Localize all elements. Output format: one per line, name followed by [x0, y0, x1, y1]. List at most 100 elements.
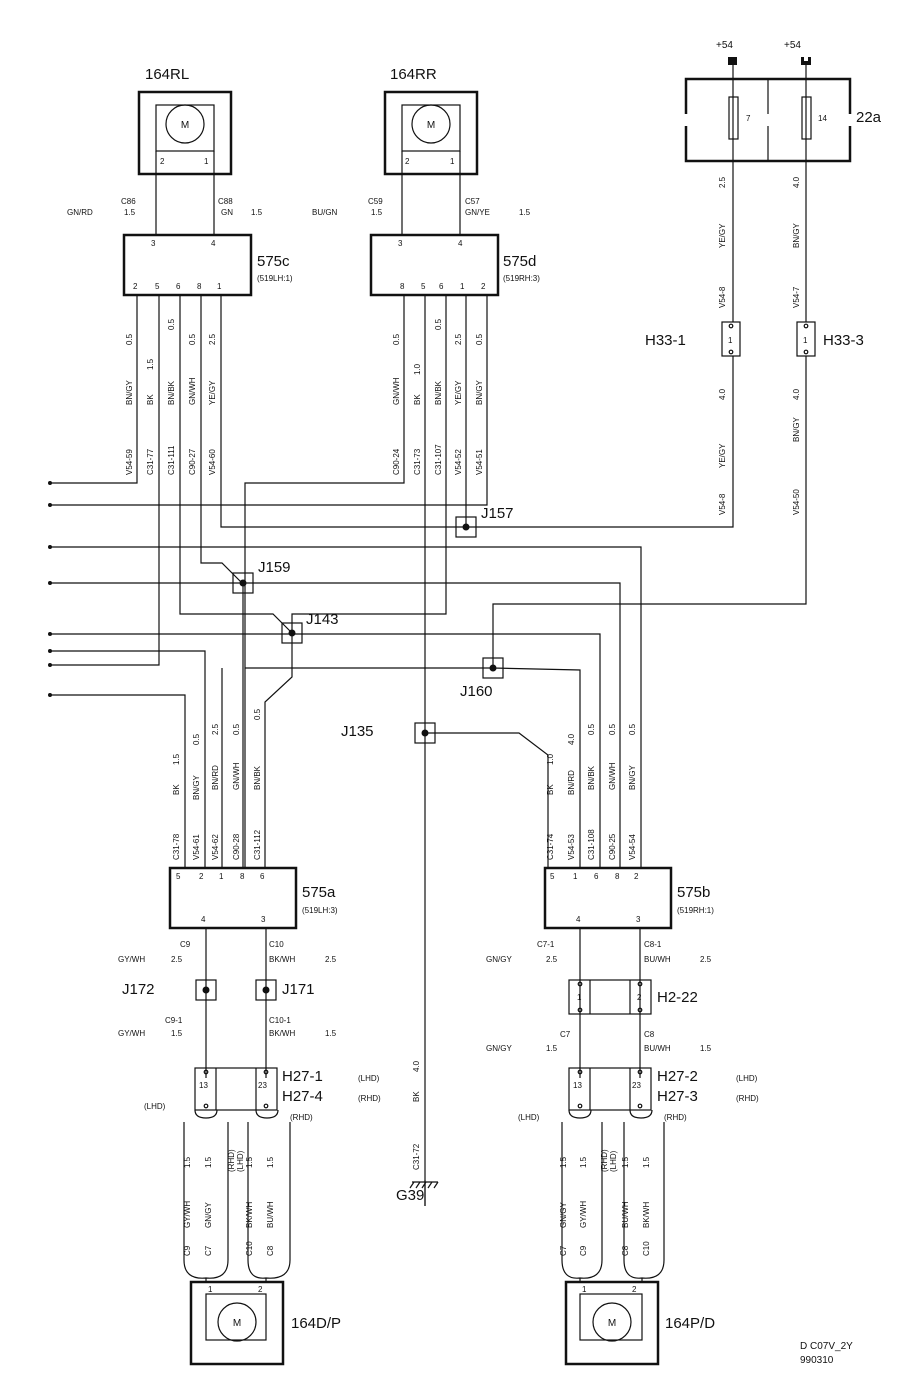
wire-label: C31-73 — [413, 448, 422, 475]
wire-labels-575a: 1.5 BK C31-78 0.5 BN/GY V54-61 2.5 BN/RD… — [172, 708, 262, 860]
wire-size: 1.5 — [519, 208, 531, 217]
note: (LHD) — [518, 1113, 540, 1122]
wire-label: BN/BK — [253, 765, 262, 790]
connector-label: H33-1 — [645, 332, 686, 349]
wire-label: GN/GY — [559, 1202, 568, 1228]
pin-label: 4 — [211, 239, 216, 248]
wire-label: C10 — [269, 940, 284, 949]
pin-label: 2 — [199, 872, 204, 881]
pin-label: 3 — [636, 915, 641, 924]
wire-size: 1.5 — [371, 208, 383, 217]
motor-symbol: M — [233, 1318, 241, 1329]
wire-labels-lower-right: C7-1 GN/GY 2.5 C8-1 BU/WH 2.5 C7 GN/GY 1… — [486, 940, 712, 1053]
note: (LHD) — [144, 1102, 166, 1111]
pin-label: 4 — [201, 915, 206, 924]
connector-label: H27-4 — [282, 1088, 323, 1105]
wire-label: 2.5 — [171, 955, 183, 964]
wire-label: 1.5 — [621, 1156, 630, 1168]
note: (RHD) — [736, 1094, 759, 1103]
pin-label: 3 — [151, 239, 156, 248]
ground-label: G39 — [396, 1187, 424, 1204]
wire-label: V54-54 — [628, 834, 637, 860]
pin-label: 1 — [217, 282, 222, 291]
motor-164dp: M 1 2 164D/P — [189, 1280, 341, 1366]
terminal-icon — [728, 57, 737, 65]
terminal-icon — [801, 57, 811, 65]
junction-j143: J143 — [281, 611, 339, 644]
wire-label: GN/WH — [232, 762, 241, 790]
junction-j157: J157 — [455, 505, 514, 538]
pin-label: 5 — [550, 872, 555, 881]
wire-id: C57 — [465, 197, 480, 206]
wire-label: C31-78 — [172, 833, 181, 860]
wire-label: 2.5 — [325, 955, 337, 964]
wire-label: BK — [146, 394, 155, 405]
pin-label: 6 — [176, 282, 181, 291]
junction-j172: J172 — [122, 979, 217, 1001]
connector-label: H2-22 — [657, 989, 698, 1006]
wire-label: C31-112 — [253, 829, 262, 860]
wire-label: BN/RD — [211, 765, 220, 790]
wire-color: YE/GY — [718, 443, 727, 468]
module-575b: 5 1 6 8 2 4 3 575b (519RH:1) — [543, 866, 714, 930]
wire-label: V54-53 — [567, 834, 576, 860]
module-sublabel: (519RH:1) — [677, 906, 714, 915]
wire-label: 2.5 — [700, 955, 712, 964]
module-575a: 5 2 1 8 6 4 3 575a (519LH:3) — [168, 866, 338, 930]
wire-label: 0.5 — [475, 333, 484, 345]
wire-label: (LHD) — [236, 1150, 245, 1172]
component-label: 164RL — [145, 66, 189, 83]
wire-label: BU/WH — [621, 1201, 630, 1228]
pin-label: 23 — [258, 1081, 267, 1090]
module-label: 575d — [503, 253, 536, 270]
wire-label: V54-60 — [208, 449, 217, 475]
pin-label: 8 — [240, 872, 245, 881]
motor-symbol: M — [181, 120, 189, 131]
wire-label: 0.5 — [188, 333, 197, 345]
junction-label: J160 — [460, 683, 493, 700]
wire-id: C86 — [121, 197, 136, 206]
junction-label: J172 — [122, 981, 155, 998]
pin-label: 3 — [398, 239, 403, 248]
wire-label: 1.5 — [642, 1156, 651, 1168]
wire-label: C10 — [245, 1241, 254, 1256]
connector-h33-1: 1 H33-1 — [645, 321, 741, 357]
wire-label: BU/WH — [266, 1201, 275, 1228]
pin-label: 1 — [219, 872, 224, 881]
wire-label: 2.5 — [208, 333, 217, 345]
wire-label: C31-108 — [587, 829, 596, 860]
component-label: 22a — [856, 109, 882, 126]
wire-labels-575c: 0.5 BN/GY V54-59 1.5 BK C31-77 0.5 BN/BK… — [125, 318, 217, 475]
wire-label: GN/WH — [188, 377, 197, 405]
wire-label: C8 — [266, 1245, 275, 1256]
wire-label: BK/WH — [245, 1202, 254, 1228]
pin-label: 5 — [421, 282, 426, 291]
wire-id: V54-8 — [718, 493, 727, 515]
wire-label: C31-77 — [146, 448, 155, 475]
pin-label: 2 — [133, 282, 138, 291]
wire-label: GN/GY — [486, 955, 512, 964]
supply-label: +54 — [784, 40, 801, 51]
connector-h2-22: 1 2 H2-22 — [568, 979, 698, 1015]
wire-label: 0.5 — [628, 723, 637, 735]
wire-label: GY/WH — [118, 1029, 145, 1038]
wire-label: C7-1 — [537, 940, 555, 949]
wire-label: 1.5 — [559, 1156, 568, 1168]
pin-label: 5 — [155, 282, 160, 291]
fuse-number: 7 — [746, 114, 751, 123]
junction-j160: J160 — [460, 657, 504, 700]
wire-labels-164dp: 1.5 GY/WH C9 1.5 GN/GY C7 (RHD) (LHD) 1.… — [183, 1149, 275, 1256]
wire-label: 1.5 — [171, 1029, 183, 1038]
wire-color: BN/GY — [792, 222, 801, 248]
connector-h33-3: 1 H33-3 — [796, 321, 864, 357]
junction-j135: J135 — [341, 722, 436, 744]
wire-label: BK — [172, 784, 181, 795]
note: (LHD) — [736, 1074, 758, 1083]
pin-label: 23 — [632, 1081, 641, 1090]
wire-label: 1.0 — [546, 753, 555, 765]
wire-color: GN/YE — [465, 208, 490, 217]
wire-label: BK/WH — [269, 1029, 295, 1038]
wire-label: C31-74 — [546, 833, 555, 860]
pin-label: 8 — [615, 872, 620, 881]
note: (RHD) — [664, 1113, 687, 1122]
